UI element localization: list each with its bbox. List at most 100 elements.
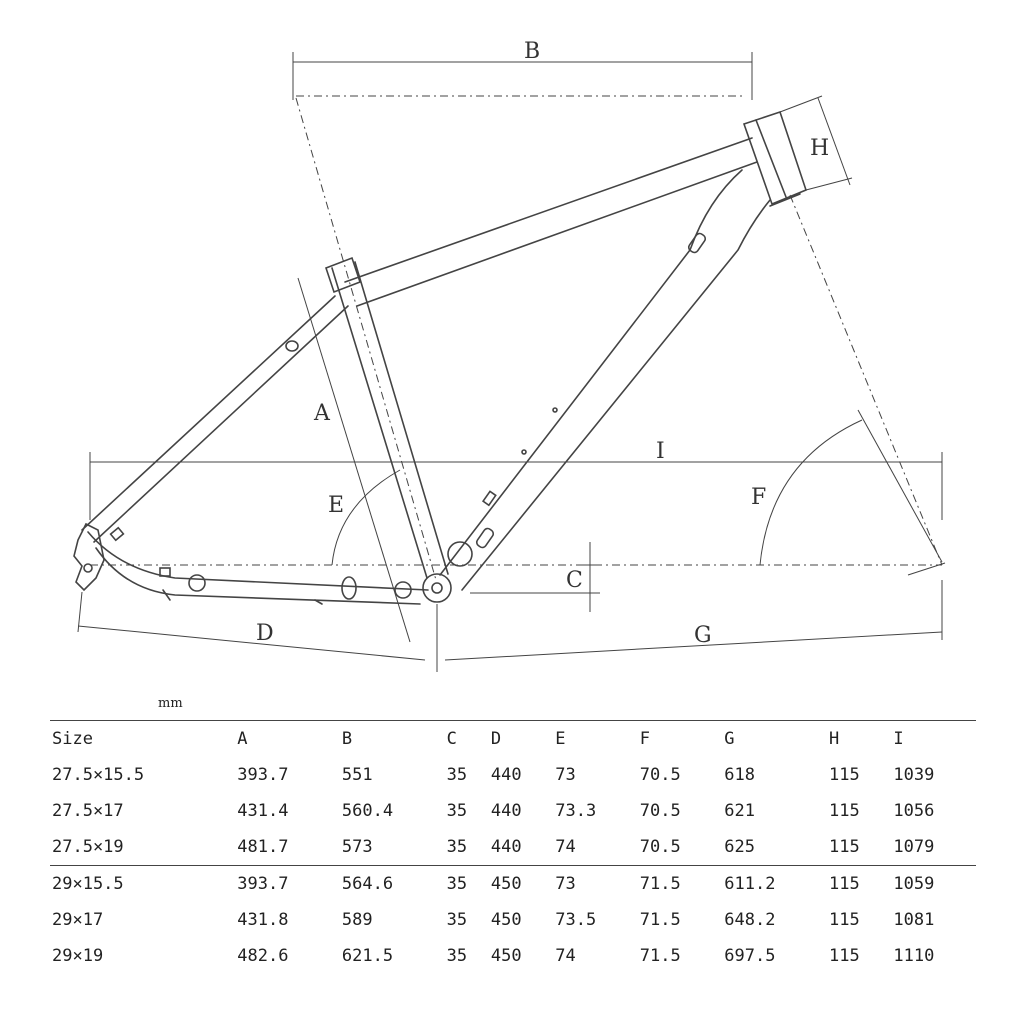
table-cell: 1056 <box>893 801 935 821</box>
table-cell: 74 <box>555 946 576 966</box>
header-i: I <box>893 729 904 749</box>
table-cell: 450 <box>490 910 522 930</box>
table-cell: 115 <box>828 874 860 894</box>
table-cell: 1079 <box>893 837 935 857</box>
table-cell: 573 <box>341 837 373 857</box>
top-tube <box>344 137 758 307</box>
table-cell: 71.5 <box>639 910 681 930</box>
header-h: H <box>828 729 840 749</box>
table-cell: 648.2 <box>724 910 776 930</box>
table-cell: 450 <box>490 946 522 966</box>
table-cell: 625 <box>724 837 756 857</box>
header-b: B <box>341 729 353 749</box>
table-cell: 431.8 <box>237 910 289 930</box>
table-cell: 115 <box>828 801 860 821</box>
table-cell: 1081 <box>893 910 935 930</box>
seat-tube <box>324 256 449 579</box>
table-cell: 29×15.5 <box>52 874 124 894</box>
header-a: A <box>237 729 248 749</box>
table-cell: 450 <box>490 874 522 894</box>
dimension-h <box>779 95 943 566</box>
table-cell: 618 <box>724 765 756 785</box>
table-cell: 440 <box>490 765 522 785</box>
table-cell: 482.6 <box>237 946 289 966</box>
label-c: C <box>566 568 583 593</box>
table-cell: 440 <box>490 837 522 857</box>
table-header-row: Size A B C D E F G H I <box>50 720 976 758</box>
dimension-b <box>292 52 753 581</box>
label-e: E <box>328 493 344 518</box>
table-cell: 589 <box>341 910 373 930</box>
table-cell: 73.5 <box>555 910 597 930</box>
label-g: G <box>694 623 712 648</box>
label-d: D <box>256 621 274 646</box>
table-cell: 27.5×17 <box>52 801 124 821</box>
table-cell: 611.2 <box>724 874 776 894</box>
label-f: F <box>751 485 766 510</box>
table-cell: 35 <box>446 946 468 966</box>
table-cell: 71.5 <box>639 946 681 966</box>
table-cell: 73 <box>555 874 576 894</box>
header-size: Size <box>52 729 93 749</box>
label-h: H <box>810 136 829 161</box>
table-cell: 70.5 <box>639 801 681 821</box>
unit-label: mm <box>158 696 183 711</box>
table-cell: 1110 <box>893 946 935 966</box>
table-cell: 481.7 <box>237 837 289 857</box>
dimension-i <box>89 452 943 520</box>
table-cell: 73 <box>555 765 576 785</box>
head-tube <box>742 110 807 207</box>
dimension-d <box>77 591 426 661</box>
table-cell: 71.5 <box>639 874 681 894</box>
ground-line <box>90 564 942 594</box>
header-g: G <box>724 729 735 749</box>
dimension-f <box>759 409 946 576</box>
chain-stay <box>87 531 429 605</box>
header-e: E <box>555 729 566 749</box>
frame-geometry-diagram: B H A I E F C D G <box>73 39 946 672</box>
table-cell: 35 <box>446 837 468 857</box>
table-cell: 697.5 <box>724 946 776 966</box>
label-i: I <box>656 439 665 464</box>
table-cell: 35 <box>446 910 468 930</box>
table-cell: 1059 <box>893 874 935 894</box>
table-row: 29×17 431.8 589 35 450 73.5 71.5 648.2 1… <box>50 902 976 938</box>
dimension-a <box>297 277 411 643</box>
dimension-g <box>436 580 943 672</box>
table-cell: 70.5 <box>639 765 681 785</box>
header-c: C <box>446 729 457 749</box>
geometry-table: Size A B C D E F G H I 27.5×15.5 393.7 5… <box>50 720 976 974</box>
table-cell: 35 <box>446 801 468 821</box>
rear-dropout <box>73 522 105 592</box>
table-cell: 27.5×19 <box>52 837 124 857</box>
table-row: 29×19 482.6 621.5 35 450 74 71.5 697.5 1… <box>50 938 976 974</box>
table-cell: 73.3 <box>555 801 597 821</box>
table-cell: 35 <box>446 765 468 785</box>
table-cell: 74 <box>555 837 576 857</box>
table-row: 27.5×17 431.4 560.4 35 440 73.3 70.5 621… <box>50 793 976 829</box>
dimension-e <box>331 469 401 566</box>
down-tube <box>439 169 771 591</box>
dimension-c <box>582 542 598 612</box>
table-cell: 70.5 <box>639 837 681 857</box>
table-cell: 431.4 <box>237 801 289 821</box>
table-row: 27.5×15.5 393.7 551 35 440 73 70.5 618 1… <box>50 757 976 793</box>
table-cell: 560.4 <box>341 801 394 821</box>
table-cell: 1039 <box>893 765 935 785</box>
table-cell: 393.7 <box>237 874 289 894</box>
table-cell: 27.5×15.5 <box>52 765 145 785</box>
table-cell: 115 <box>828 765 860 785</box>
table-cell: 393.7 <box>237 765 289 785</box>
table-cell: 35 <box>446 874 468 894</box>
table-cell: 115 <box>828 946 860 966</box>
table-cell: 29×19 <box>52 946 104 966</box>
table-row: 27.5×19 481.7 573 35 440 74 70.5 625 115… <box>50 829 976 866</box>
table-cell: 551 <box>341 765 373 785</box>
table-row: 29×15.5 393.7 564.6 35 450 73 71.5 611.2… <box>50 865 976 903</box>
seat-stay <box>81 295 349 543</box>
label-a: A <box>313 401 331 426</box>
header-f: F <box>639 729 651 749</box>
header-d: D <box>490 729 502 749</box>
table-cell: 440 <box>490 801 522 821</box>
table-cell: 115 <box>828 910 860 930</box>
